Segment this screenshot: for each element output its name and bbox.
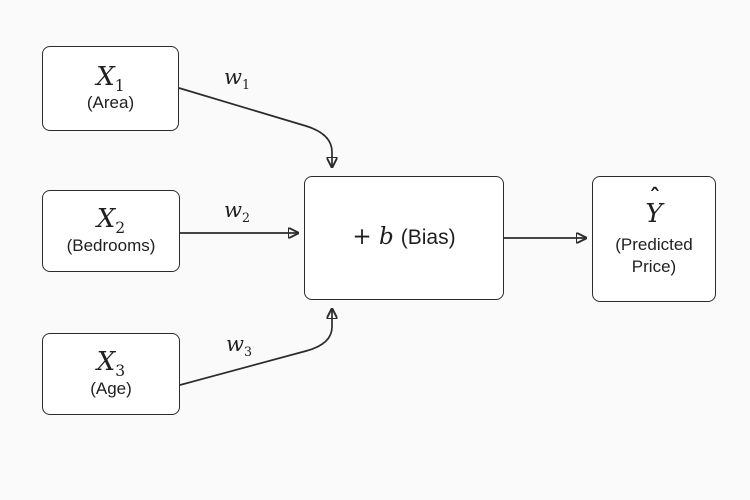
x3-symbol: X3: [96, 347, 126, 381]
edge-w1: [178, 87, 332, 167]
input-node-x3: X3 (Age): [42, 333, 180, 415]
output-label: (Predicted Price): [615, 234, 693, 276]
hat-accent: ˆ: [649, 184, 661, 211]
x2-symbol: X2: [96, 204, 126, 238]
bias-operator: + b: [352, 224, 394, 251]
weight-label-w2: w2: [224, 198, 250, 226]
input-node-x1: X1 (Area): [42, 46, 179, 131]
x3-label: (Age): [90, 378, 132, 398]
weight-label-w1: w1: [224, 65, 250, 93]
input-node-x2: X2 (Bedrooms): [42, 190, 180, 272]
bias-symbol: b: [379, 224, 394, 251]
x1-label: (Area): [86, 93, 135, 113]
edge-w3: [179, 309, 332, 386]
x2-label: (Bedrooms): [66, 235, 156, 255]
bias-node: + b (Bias): [304, 176, 504, 300]
bias-label: (Bias): [400, 226, 456, 250]
weight-label-w3: w3: [226, 332, 252, 360]
bias-node-text: + b (Bias): [352, 224, 455, 251]
x1-symbol: X1: [96, 61, 125, 95]
